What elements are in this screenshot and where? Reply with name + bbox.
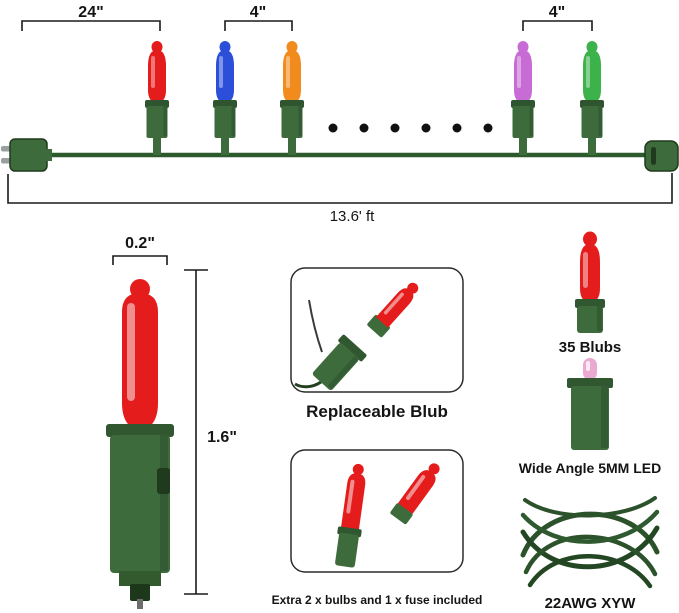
string-light-diagram: 24" 4" 4" 13.6' ft: [1, 4, 679, 225]
string-bulb-red: [145, 41, 169, 155]
wire-coil-icon: [520, 496, 660, 589]
spec-bulb-count-label: 35 Blubs: [559, 339, 622, 356]
dim-bracket-spacing-2: [522, 20, 593, 31]
spec-bulb-icon: [575, 231, 605, 333]
spec-wire-gauge: 22AWG XYW: [520, 496, 660, 612]
string-bulb-purple: [511, 41, 535, 155]
dim-label-lead: 24": [78, 4, 103, 21]
dim-bracket-lead: [21, 20, 161, 31]
led-bulb-icon: [567, 358, 613, 450]
spec-bulb-count: 35 Blubs: [559, 231, 622, 356]
socket-wire-icon: [294, 380, 322, 389]
dim-label-backplate: [202, 424, 246, 448]
removed-bulb-icon: [367, 282, 419, 338]
dim-bracket-total: [7, 173, 673, 204]
extra-bulb-loose-icon: [390, 463, 440, 525]
spec-led-type: Wide Angle 5MM LED: [519, 358, 661, 476]
replaceable-bulb-panel: Replaceable Blub: [290, 267, 464, 421]
dim-label-spacing-1: 4": [250, 4, 266, 21]
power-plug-icon: [1, 138, 52, 172]
end-connector-icon: [644, 140, 679, 172]
dim-bracket-spacing-1: [224, 20, 293, 31]
dim-label-bulb-height: 1.6": [207, 429, 237, 446]
string-bulb-blue: [213, 41, 237, 155]
wire-clip-icon: [308, 299, 323, 353]
big-bulb-icon: [106, 279, 174, 609]
dim-label-total-length: 13.6' ft: [330, 208, 375, 225]
spec-led-type-label: Wide Angle 5MM LED: [519, 460, 661, 476]
dim-label-spacing-2: 4": [549, 4, 565, 21]
extra-bulbs-panel: Extra 2 x bulbs and 1 x fuse included: [272, 449, 483, 607]
dim-bracket-bulb-height: [184, 269, 208, 595]
string-bulb-green: [580, 41, 604, 155]
extras-caption: Extra 2 x bulbs and 1 x fuse included: [272, 593, 483, 607]
extra-bulb-with-socket-icon: [335, 463, 366, 568]
empty-socket-icon: [312, 334, 367, 391]
spec-wire-gauge-label: 22AWG XYW: [545, 595, 637, 612]
replaceable-title: Replaceable Blub: [306, 402, 448, 421]
dim-label-bulb-width: 0.2": [125, 235, 155, 252]
string-bulb-orange: [280, 41, 304, 155]
big-bulb-figure: 0.2" 1.6": [106, 235, 246, 609]
continuation-dots-icon: [328, 123, 493, 133]
dim-bracket-bulb-width: [112, 255, 168, 265]
